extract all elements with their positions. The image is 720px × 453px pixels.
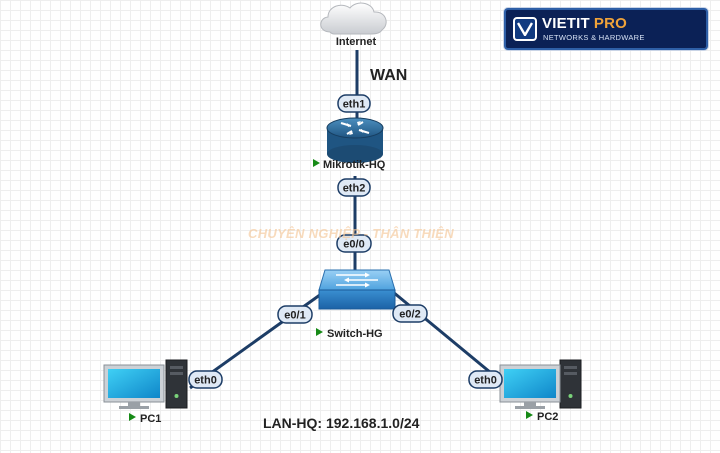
- internet-label: Internet: [336, 36, 377, 48]
- iface-pc1-eth0[interactable]: eth0: [188, 370, 223, 389]
- iface-switch-e02-label: e0/2: [399, 309, 420, 321]
- wan-label: WAN: [370, 67, 407, 84]
- iface-pc1-eth0-label: eth0: [194, 375, 217, 387]
- internet-cloud-icon[interactable]: [320, 2, 387, 35]
- pc2-computer-icon[interactable]: [499, 359, 582, 409]
- iface-switch-e00[interactable]: e0/0: [336, 234, 372, 253]
- logo-name-part1: VIETIT: [542, 15, 590, 32]
- switch-status-icon: [316, 328, 323, 336]
- lan-label: LAN-HQ: 192.168.1.0/24: [263, 415, 420, 431]
- pc1-label: PC1: [140, 413, 161, 425]
- pc1-status-icon: [129, 413, 136, 421]
- iface-pc2-eth0[interactable]: eth0: [468, 370, 503, 389]
- pc2-status-icon: [526, 411, 533, 419]
- iface-router-eth2-label: eth2: [343, 183, 366, 195]
- iface-switch-e01-label: e0/1: [284, 310, 305, 322]
- pc2-label: PC2: [537, 411, 558, 423]
- iface-switch-e00-label: e0/0: [343, 239, 364, 251]
- iface-router-eth1[interactable]: eth1: [337, 94, 371, 113]
- logo-tagline: NETWORKS & HARDWARE: [543, 33, 645, 42]
- logo-name-part2: PRO: [593, 15, 627, 32]
- logo-v-icon: [513, 17, 537, 41]
- iface-pc2-eth0-label: eth0: [474, 375, 497, 387]
- router-status-icon: [313, 159, 320, 167]
- switch-icon[interactable]: [318, 269, 396, 310]
- iface-router-eth2[interactable]: eth2: [337, 178, 371, 197]
- switch-label: Switch-HG: [327, 328, 383, 340]
- iface-switch-e01[interactable]: e0/1: [277, 305, 313, 324]
- router-icon[interactable]: [326, 117, 384, 163]
- watermark-text: CHUYÊN NGHIỆP - THÂN THIỆN: [248, 226, 454, 241]
- router-label: Mikrotik-HQ: [323, 159, 386, 171]
- iface-router-eth1-label: eth1: [343, 99, 366, 111]
- iface-switch-e02[interactable]: e0/2: [392, 304, 428, 323]
- pc1-computer-icon[interactable]: [103, 359, 188, 409]
